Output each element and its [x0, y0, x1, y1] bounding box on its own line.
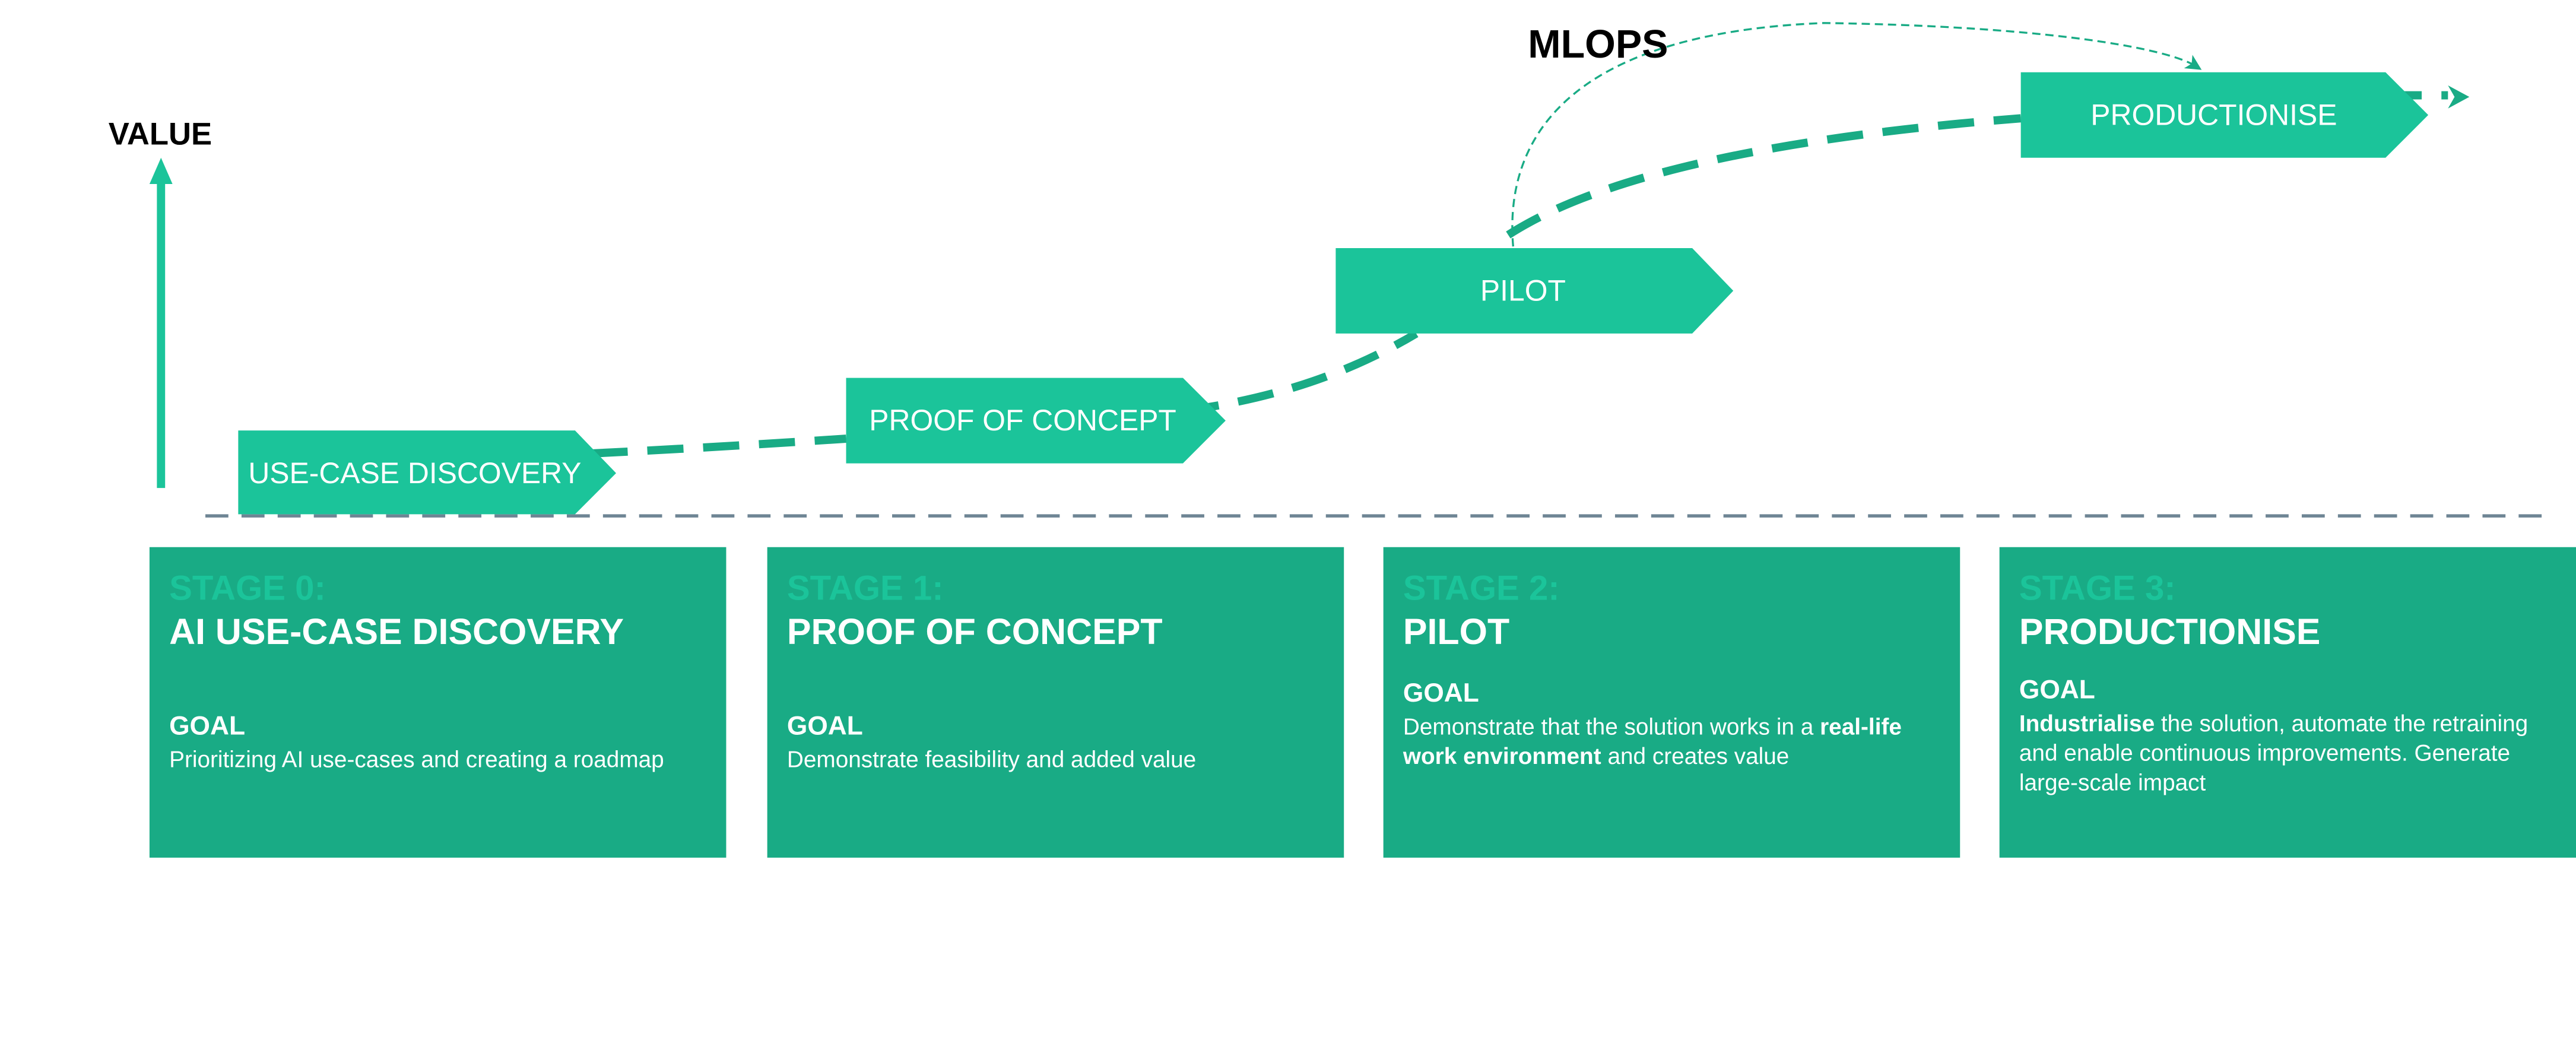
- stage-title: PRODUCTIONISE: [2019, 611, 2321, 652]
- step-pilot-label: PILOT: [1480, 274, 1566, 307]
- goal-label: GOAL: [1403, 680, 1479, 709]
- final-arrow-head-icon: [2448, 85, 2470, 109]
- goal-text-emphasis: Industrialise: [2019, 709, 2155, 737]
- goal-text: Prioritizing AI use-cases and creating a…: [169, 746, 664, 772]
- stage-number: STAGE 0:: [169, 570, 326, 608]
- stage-2-card: STAGE 2: PILOT GOAL Demonstrate that the…: [1383, 547, 1960, 858]
- stage-title: AI USE-CASE DISCOVERY: [169, 611, 624, 652]
- goal-label: GOAL: [786, 713, 863, 741]
- goal-text: Industrialise the solution, automate the…: [2019, 708, 2556, 797]
- stage-number: STAGE 1:: [786, 570, 944, 608]
- stage-1-card: STAGE 1: PROOF OF CONCEPT GOAL Demonstra…: [767, 547, 1344, 858]
- goal-label: GOAL: [169, 713, 246, 741]
- stage-number: STAGE 3:: [2019, 570, 2176, 608]
- stage-title: PROOF OF CONCEPT: [786, 611, 1163, 652]
- goal-text-end: and creates value: [1601, 743, 1790, 769]
- mlops-label: MLOPS: [1528, 23, 1668, 68]
- value-axis-label: VALUE: [108, 118, 212, 153]
- value-arrow-head-icon: [149, 157, 173, 185]
- goal-text-end: the solution, automate the retraining an…: [2019, 709, 2529, 795]
- goal-text: Demonstrate feasibility and added value: [786, 746, 1197, 772]
- stage-0-card: STAGE 0: AI USE-CASE DISCOVERY GOAL Prio…: [149, 547, 727, 858]
- chevron-use-case: [238, 430, 616, 515]
- step-use-case-label: USE-CASE DISCOVERY: [248, 456, 582, 489]
- goal-text-emphasis: real-life work environment: [1403, 713, 1902, 769]
- goal-text-start: Demonstrate that the solution works in a: [1403, 713, 1820, 740]
- stage-title: PILOT: [1403, 611, 1510, 652]
- step-poc-label: PROOF OF CONCEPT: [869, 404, 1176, 437]
- goal-text: Demonstrate that the solution works in a…: [1403, 712, 1940, 771]
- value-path-dashed: [591, 91, 2448, 458]
- goal-label: GOAL: [2019, 677, 2095, 705]
- chevron-productionise: [2020, 72, 2429, 158]
- chevron-poc: [846, 378, 1226, 464]
- step-productionise-label: PRODUCTIONISE: [2090, 99, 2337, 132]
- chevron-pilot: [1335, 248, 1734, 334]
- stage-3-card: STAGE 3: PRODUCTIONISE GOAL Industrialis…: [1999, 547, 2576, 858]
- mlops-loop-arrow: [1511, 22, 2202, 247]
- stage-number: STAGE 2:: [1403, 570, 1560, 608]
